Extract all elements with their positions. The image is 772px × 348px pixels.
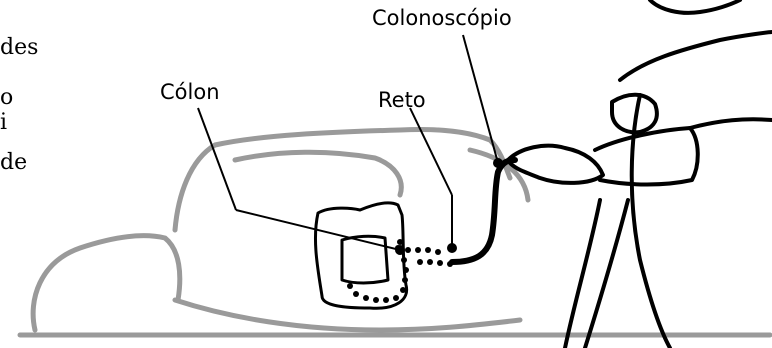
colonoscope-tube [452,160,515,262]
patient-arm [235,152,401,195]
leader-colon [198,108,236,210]
doctor-sleeve [595,128,698,185]
leader-rectum [410,108,452,195]
colon-inner [342,236,388,283]
scope-cable-2 [585,200,628,348]
endpoint-colon [395,245,405,255]
label-colon: Cólon [160,80,220,104]
patient-head [33,236,180,330]
endpoint-rectum [447,243,457,253]
endpoint-colonoscope [493,158,503,168]
doctor-figure [508,0,772,348]
label-rectum: Reto [378,88,426,112]
doctor-body [620,32,772,80]
leader-colonoscope [463,35,498,163]
colon-outline [315,203,406,308]
doctor-arm-right [690,119,772,128]
scope-cable-1 [565,200,600,348]
doctor-head-outline [650,0,740,13]
label-colonoscope: Colonoscópio [372,6,512,30]
patient-back-line [175,300,520,330]
leader-endpoints [395,158,503,255]
